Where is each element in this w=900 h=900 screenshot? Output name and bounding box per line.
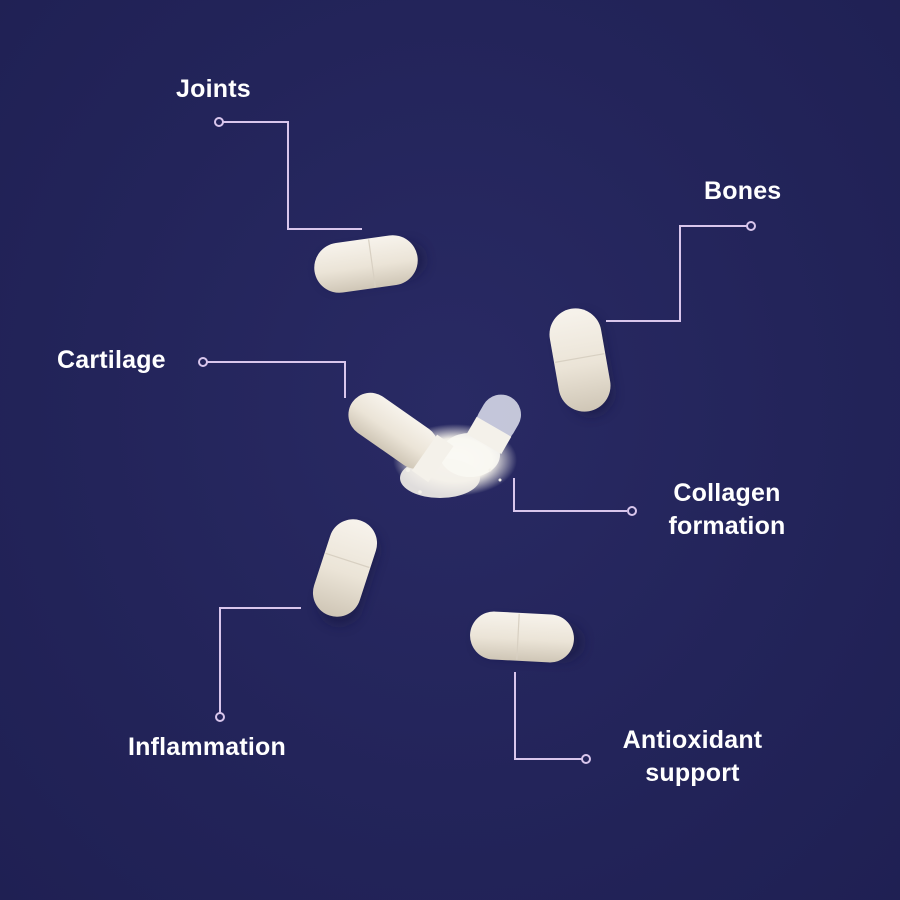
capsule-bones: [549, 308, 613, 415]
callout-dot-inflammation: [215, 712, 225, 722]
capsule-joints: [314, 235, 424, 293]
capsule-antioxidant: [470, 611, 582, 663]
capsule-inflammation: [312, 519, 378, 625]
callout-dot-collagen: [627, 506, 637, 516]
callout-line-collagen: [513, 478, 627, 512]
label-collagen-line2: formation: [668, 512, 786, 540]
label-inflammation: Inflammation: [128, 733, 286, 761]
callout-dot-bones: [746, 221, 756, 231]
callout-line-joints: [222, 121, 362, 230]
label-cartilage: Cartilage: [57, 346, 166, 374]
callout-line-cartilage: [207, 361, 346, 398]
capsule-cartilage-half: [348, 392, 454, 483]
label-antioxidant-line1: Antioxidant: [622, 726, 763, 754]
callout-line-inflammation: [219, 607, 301, 713]
capsule-open-cap: [466, 394, 521, 455]
callout-dot-antioxidant: [581, 754, 591, 764]
label-antioxidant-line2: support: [645, 759, 740, 787]
callout-dot-cartilage: [198, 357, 208, 367]
label-antioxidant-support: Antioxidant support: [605, 724, 780, 790]
label-collagen-line1: Collagen: [673, 479, 781, 507]
label-bones: Bones: [704, 177, 782, 205]
callout-line-bones: [606, 225, 747, 322]
callout-dot-joints: [214, 117, 224, 127]
callout-line-antioxidant: [514, 672, 582, 760]
label-collagen-formation: Collagen formation: [652, 477, 802, 543]
label-joints: Joints: [176, 75, 251, 103]
